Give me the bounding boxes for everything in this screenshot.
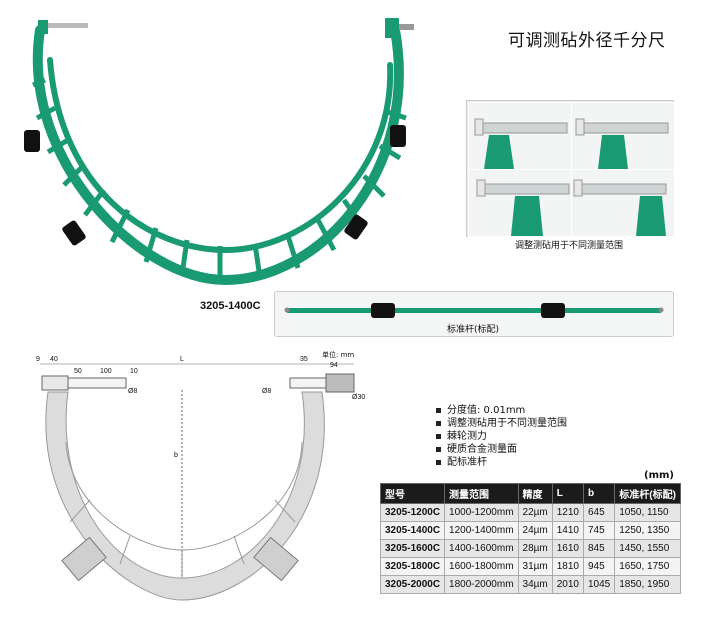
anvil-photo-panel (466, 100, 675, 237)
dim-9: 9 (36, 356, 40, 363)
model-label: 3205-1400C (200, 300, 261, 312)
dim-40: 40 (50, 356, 58, 363)
col-b: b (582, 483, 616, 504)
col-standard-rod: 标准杆(标配) (614, 483, 681, 504)
dim-100: 100 (100, 368, 112, 375)
dim-L: L (180, 356, 184, 363)
dim-35: 35 (300, 356, 308, 363)
table-header-row: 型号 测量范围 精度 L b 标准杆(标配) (379, 483, 681, 504)
dimension-drawing (40, 363, 355, 601)
feature-item: 调整测砧用于不同测量范围 (436, 417, 567, 430)
micrometer-frame-illustration (24, 18, 414, 286)
col-accuracy: 精度 (517, 483, 553, 504)
col-model: 型号 (379, 483, 446, 504)
anvil-photo-3 (468, 169, 572, 237)
dim-10: 10 (130, 368, 138, 375)
feature-item: 分度值: 0.01mm (436, 404, 567, 417)
unit-note: 单位: mm (322, 351, 355, 359)
dim-b: b (174, 452, 178, 459)
dim-50: 50 (74, 368, 82, 375)
standard-rod-illustration (284, 303, 664, 318)
standard-rod-box (274, 291, 674, 337)
panel-caption: 调整测砧用于不同测量范围 (514, 241, 623, 251)
page-title: 可调测砧外径千分尺 (508, 31, 666, 51)
anvil-photo-2 (571, 102, 675, 170)
features-list: 分度值: 0.01mm 调整测砧用于不同测量范围 棘轮测力 硬质合金测量面 配标… (436, 404, 567, 469)
anvil-photo-1 (468, 102, 572, 170)
col-L: L (551, 483, 585, 504)
dim-94: 94 (330, 362, 338, 369)
anvil-photo-4 (571, 169, 675, 237)
feature-item: 硬质合金测量面 (436, 443, 567, 456)
rod-caption: 标准杆(标配) (446, 325, 500, 335)
table-unit: (mm) (644, 470, 674, 481)
feature-item: 配标准杆 (436, 456, 567, 469)
feature-item: 棘轮测力 (436, 430, 567, 443)
col-range: 测量范围 (444, 483, 519, 504)
dim-phi30: Ø30 (352, 394, 366, 401)
dim-phi8-right: Ø8 (262, 388, 272, 395)
dim-phi8-left: Ø8 (128, 388, 138, 395)
